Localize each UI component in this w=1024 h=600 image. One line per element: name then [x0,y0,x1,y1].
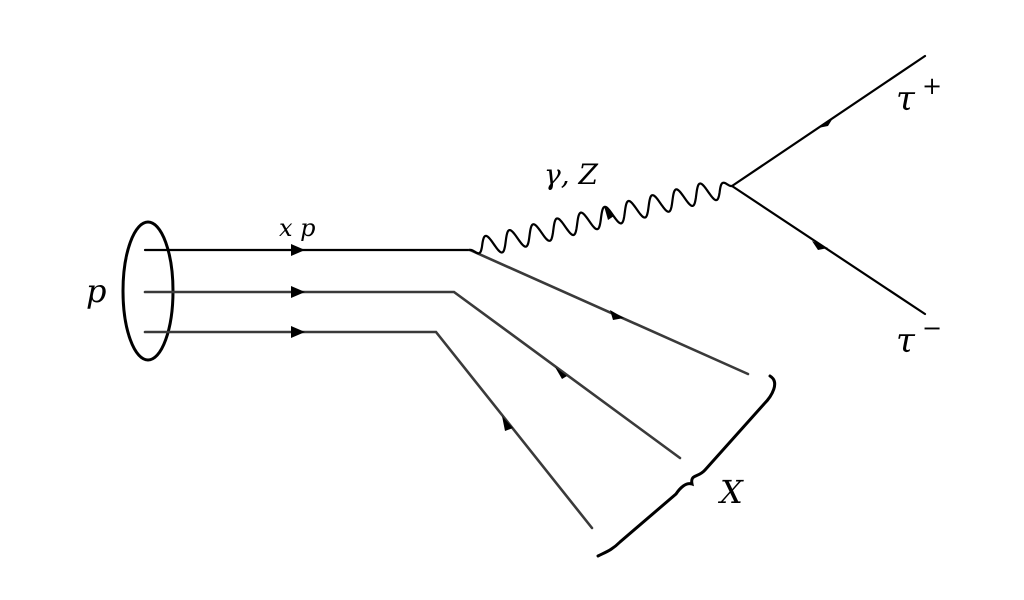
boson-propagator [468,181,734,255]
tau-plus-superscript: + [922,72,942,100]
proton-label: p [86,272,106,310]
tau-minus-label: τ [896,321,916,361]
tau-plus-label: τ [896,79,916,119]
quark-line-3 [143,330,594,530]
boson-label: γ, Z [544,158,599,191]
remnant-label: X [717,473,744,511]
arrow-quark-2-in [291,286,305,298]
arrow-quark-3-in [291,326,305,338]
arrow-quark-1 [291,244,305,256]
momentum-fraction-label: x p [279,214,316,242]
tau-minus-superscript: − [922,314,942,342]
quark-line-2 [143,290,682,460]
remnant-brace [596,374,777,558]
scattered-quark-line [468,248,750,376]
arrow-boson [604,206,614,220]
arrow-quark-3-out [502,416,513,431]
arrow-quark-2-out [555,367,567,379]
arrow-tau-minus [812,241,828,250]
arrow-scattered-quark [610,310,624,320]
arrow-tau-plus [818,118,833,128]
tau-minus-line [730,184,927,316]
